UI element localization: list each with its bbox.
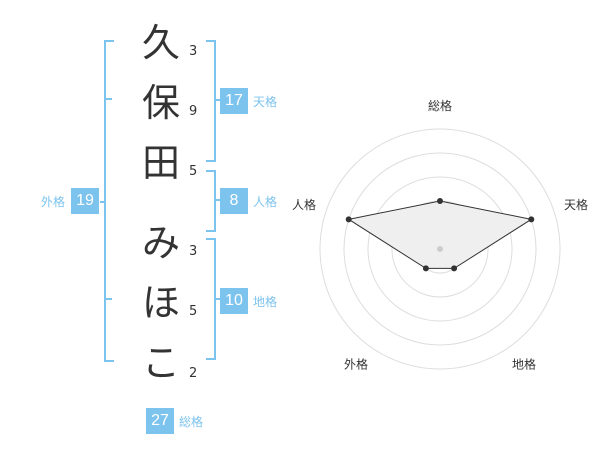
gaikaku-bracket-connector [100,201,106,203]
radar-ring [319,128,561,370]
name-char-5: ほ [141,281,180,325]
stroke-count-4: 3 [189,244,198,259]
name-char-3: 田 [141,141,180,185]
radar-ring [343,152,537,346]
tenkaku-bracket [206,40,216,162]
stroke-count-2: 9 [189,104,198,119]
radar-point-3 [451,265,458,272]
name-char-1: 久 [141,21,180,65]
name-char-4: み [141,221,180,265]
stroke-count-1: 3 [189,44,198,59]
radar-axis-label-1: 総格 [428,98,452,113]
chikaku-label: 地格 [253,295,278,309]
stroke-count-6: 2 [189,366,198,381]
radar-value-polygon [347,200,533,269]
radar-ring [367,176,513,322]
radar-points [345,198,535,272]
gaikaku-bracket-tick [106,298,112,300]
name-char-2: 保 [141,81,180,125]
radar-point-4 [422,265,429,272]
radar-point-1 [437,198,443,204]
radar-point-2 [528,216,535,223]
jinkaku-bracket-connector [215,199,221,201]
stroke-count-3: 5 [189,164,198,179]
radar-axis-label-4: 外格 [344,357,368,372]
jinkaku-bracket [206,170,216,232]
gaikaku-bracket-tick [106,98,112,100]
radar-center-dot [437,246,443,252]
stroke-count-5: 5 [189,304,198,319]
name-char-6: こ [141,341,180,385]
soukaku-value-badge: 27 [146,408,174,434]
radar-point-5 [345,216,352,223]
chikaku-value-badge: 10 [220,288,248,314]
gaikaku-value-badge: 19 [71,188,99,214]
tenkaku-value-badge: 17 [220,88,248,114]
radar-axis-label-5: 人格 [292,197,316,212]
jinkaku-value-badge: 8 [220,188,248,214]
radar-axis-label-2: 天格 [564,197,588,212]
jinkaku-label: 人格 [253,195,278,209]
radar-axis-label-3: 地格 [512,357,536,372]
tenkaku-bracket-connector [215,99,221,101]
tenkaku-label: 天格 [253,95,278,109]
chikaku-bracket-connector [215,298,221,300]
gaikaku-label: 外格 [41,195,66,209]
soukaku-label: 総格 [179,415,204,429]
